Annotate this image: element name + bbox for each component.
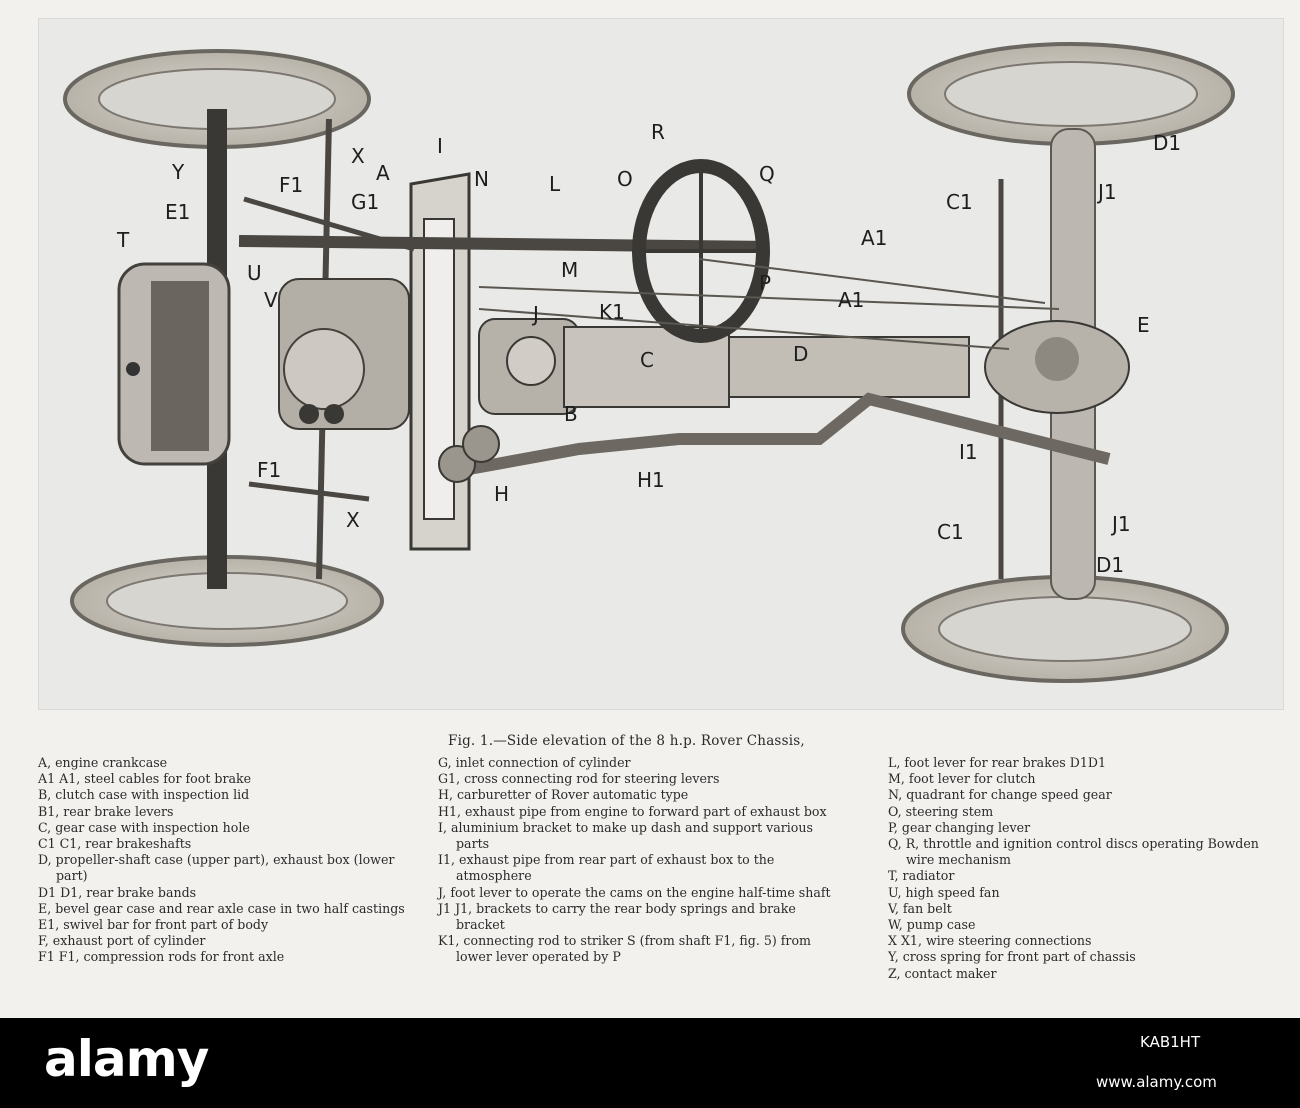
- legend-entry: I1, exhaust pipe from rear part of exhau…: [438, 852, 775, 884]
- figure-caption: Fig. 1.—Side elevation of the 8 h.p. Rov…: [448, 733, 805, 749]
- stock-image-id: KAB1HT: [1140, 1033, 1201, 1051]
- legend-entry: D1 D1, rear brake bands: [38, 884, 197, 900]
- label-O: O: [617, 167, 633, 191]
- label-F1-bottom: F1: [257, 458, 281, 482]
- legend-entry: Y, cross spring for front part of chassi…: [888, 949, 1136, 965]
- label-T: T: [116, 228, 130, 252]
- legend-entry: N, quadrant for change speed gear: [888, 787, 1112, 803]
- label-A1-upper: A1: [861, 226, 887, 250]
- label-M: M: [561, 258, 578, 282]
- watermark-footer: [0, 1018, 1300, 1108]
- label-C: C: [640, 348, 654, 372]
- label-H: H: [494, 482, 509, 506]
- label-E1: E1: [165, 200, 190, 224]
- legend-entry: V, fan belt: [888, 900, 952, 916]
- label-G1: G1: [351, 190, 379, 214]
- label-E: E: [1137, 313, 1150, 337]
- exhaust-pipe: [467, 392, 1111, 475]
- label-R: R: [651, 120, 665, 144]
- label-I: I: [437, 134, 443, 158]
- label-F1-top: F1: [279, 173, 303, 197]
- label-L: L: [549, 172, 561, 196]
- label-Y: Y: [171, 160, 185, 184]
- propeller-shaft-case: [728, 336, 970, 398]
- legend-entry: P, gear changing lever: [888, 819, 1031, 835]
- label-V: V: [264, 288, 278, 312]
- legend-entry: K1, connecting rod to striker S (from sh…: [438, 933, 811, 965]
- document-plate: I R N X A Y F1 G1 L O Q E1 T U V M A1 A1…: [38, 18, 1284, 982]
- legend-entry: O, steering stem: [888, 803, 994, 819]
- legend-entry: H1, exhaust pipe from engine to forward …: [438, 803, 827, 819]
- label-J1-bottom: J1: [1110, 512, 1131, 536]
- label-A: A: [376, 161, 390, 185]
- legend-entry: J1 J1, brackets to carry the rear body s…: [438, 900, 796, 933]
- chassis-photograph: I R N X A Y F1 G1 L O Q E1 T U V M A1 A1…: [38, 18, 1284, 710]
- legend-entry: F1 F1, compression rods for front axle: [38, 949, 285, 965]
- legend-entry: A, engine crankcase: [38, 755, 168, 770]
- alamy-logo: alamy: [44, 1030, 209, 1088]
- label-D1-top: D1: [1153, 131, 1181, 155]
- legend-entry: F, exhaust port of cylinder: [38, 933, 206, 949]
- legend-entry: E, bevel gear case and rear axle case in…: [38, 900, 405, 916]
- legend-entry: M, foot lever for clutch: [888, 771, 1036, 787]
- label-C1-top: C1: [946, 190, 973, 214]
- label-B: B: [564, 402, 578, 426]
- site-url: www.alamy.com: [1096, 1073, 1217, 1091]
- legend-entry: G1, cross connecting rod for steering le…: [438, 771, 720, 787]
- label-D: D: [793, 342, 808, 366]
- legend-entry: X X1, wire steering connections: [888, 933, 1092, 949]
- legend-entry: D, propeller-shaft case (upper part), ex…: [38, 852, 395, 884]
- label-J1-top: J1: [1096, 180, 1117, 204]
- legend-entry: I, aluminium bracket to make up dash and…: [438, 819, 813, 852]
- label-U: U: [247, 261, 262, 285]
- legend-entry: T, radiator: [888, 868, 955, 884]
- legend-entry: G, inlet connection of cylinder: [438, 755, 631, 770]
- label-C1-bottom: C1: [937, 520, 964, 544]
- label-D1-bottom: D1: [1096, 553, 1124, 577]
- label-P: P: [759, 271, 771, 295]
- legend-entry: U, high speed fan: [888, 884, 1000, 900]
- steering-wheel: [632, 159, 770, 343]
- label-Q: Q: [759, 162, 775, 186]
- label-N: N: [474, 167, 489, 191]
- legend-entry: Z, contact maker: [888, 965, 997, 981]
- legend-entry: J, foot lever to operate the cams on the…: [438, 884, 831, 900]
- chassis-illustration: I R N X A Y F1 G1 L O Q E1 T U V M A1 A1…: [63, 42, 1235, 683]
- legend-entry: W, pump case: [888, 917, 976, 933]
- legend-entry: H, carburetter of Rover automatic type: [438, 787, 689, 803]
- label-K1: K1: [599, 300, 625, 324]
- legend-entry: B1, rear brake levers: [38, 803, 174, 819]
- legend-entry: L, foot lever for rear brakes D1D1: [888, 755, 1106, 770]
- legend-entry: E1, swivel bar for front part of body: [38, 917, 269, 933]
- legend-entry: A1 A1, steel cables for foot brake: [38, 771, 252, 787]
- legend-entry: B, clutch case with inspection lid: [38, 787, 250, 803]
- label-H1: H1: [637, 468, 665, 492]
- label-X-bottom: X: [346, 508, 360, 532]
- legend-entry: C1 C1, rear brakeshafts: [38, 836, 192, 852]
- legend-entry: C, gear case with inspection hole: [38, 819, 250, 835]
- label-J: J: [531, 302, 539, 326]
- legend-entry: Q, R, throttle and ignition control disc…: [888, 836, 1259, 868]
- steering-stem: [238, 235, 770, 253]
- label-X-top: X: [351, 144, 365, 168]
- label-I1: I1: [959, 440, 978, 464]
- label-A1-lower: A1: [838, 288, 864, 312]
